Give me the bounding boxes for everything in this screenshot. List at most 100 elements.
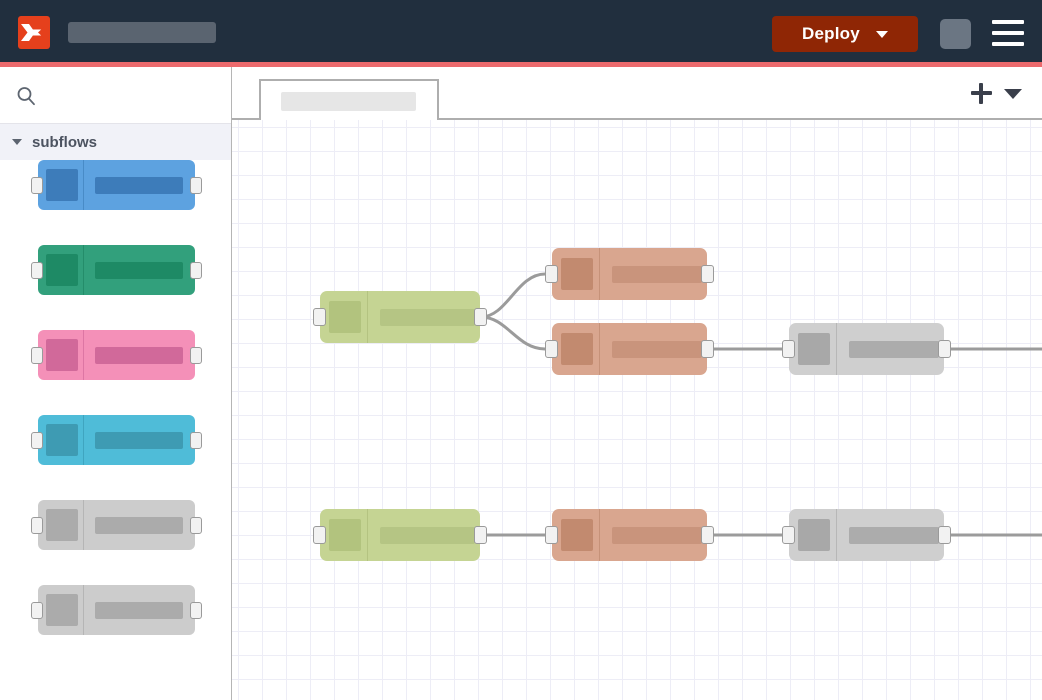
palette-node-3[interactable] xyxy=(31,330,202,380)
palette-node-label xyxy=(95,177,183,194)
palette-node-5[interactable] xyxy=(31,500,202,550)
palette-search-bar[interactable] xyxy=(0,67,231,124)
flow-canvas[interactable] xyxy=(232,120,1042,700)
palette-node-icon xyxy=(46,169,78,201)
search-icon xyxy=(16,86,36,106)
palette-node-label xyxy=(95,262,183,279)
flow-node-label xyxy=(612,341,702,358)
palette-node-output-port[interactable] xyxy=(190,177,202,194)
flow-node-input-port[interactable] xyxy=(782,340,795,358)
palette-node-divider xyxy=(83,415,84,465)
flow-node-output-port[interactable] xyxy=(701,340,714,358)
palette-node-output-port[interactable] xyxy=(190,602,202,619)
flow-node-icon xyxy=(798,519,830,551)
tab-flow-1-label xyxy=(281,92,416,111)
palette-node-4[interactable] xyxy=(31,415,202,465)
wire-green-to-salmon-2[interactable] xyxy=(480,315,546,351)
palette-node-2[interactable] xyxy=(31,245,202,295)
palette-node-output-port[interactable] xyxy=(190,347,202,364)
chevron-down-icon[interactable] xyxy=(1004,89,1022,99)
palette-node-icon xyxy=(46,594,78,626)
flow-node-salmon-top-1[interactable] xyxy=(545,248,714,300)
palette-category-subflows[interactable]: subflows xyxy=(0,124,231,160)
palette-node-input-port[interactable] xyxy=(31,602,43,619)
palette-node-divider xyxy=(83,330,84,380)
deploy-button[interactable]: Deploy xyxy=(772,16,918,52)
palette-node-input-port[interactable] xyxy=(31,347,43,364)
palette-node-label xyxy=(95,347,183,364)
app-header: Deploy xyxy=(0,0,1042,62)
palette-node-divider xyxy=(83,500,84,550)
flow-node-input-port[interactable] xyxy=(313,308,326,326)
chevron-down-icon xyxy=(12,139,22,145)
header-accent-bar xyxy=(0,62,1042,67)
tab-flow-1[interactable] xyxy=(259,79,439,120)
menu-bar-2 xyxy=(992,31,1024,35)
workspace xyxy=(232,67,1042,700)
flow-node-grey-top[interactable] xyxy=(782,323,951,375)
flow-node-input-port[interactable] xyxy=(782,526,795,544)
wire-layer xyxy=(480,272,1042,537)
flow-node-output-port[interactable] xyxy=(701,526,714,544)
user-avatar-icon[interactable] xyxy=(940,19,971,49)
plus-icon[interactable] xyxy=(970,82,992,104)
palette-node-icon xyxy=(46,254,78,286)
flow-node-label xyxy=(612,527,702,544)
flow-node-output-port[interactable] xyxy=(474,308,487,326)
palette-node-6[interactable] xyxy=(31,585,202,635)
flow-title xyxy=(68,22,216,43)
hamburger-menu-icon[interactable] xyxy=(992,20,1024,46)
palette-node-divider xyxy=(83,585,84,635)
flow-node-input-port[interactable] xyxy=(545,526,558,544)
flow-node-grey-bottom[interactable] xyxy=(782,509,951,561)
flow-node-icon xyxy=(329,301,361,333)
menu-bar-3 xyxy=(992,42,1024,46)
palette-category-label: subflows xyxy=(32,133,98,151)
flow-node-divider xyxy=(367,291,368,343)
flow-node-output-port[interactable] xyxy=(474,526,487,544)
palette-node-divider xyxy=(83,160,84,210)
flow-node-output-port[interactable] xyxy=(938,526,951,544)
palette-node-output-port[interactable] xyxy=(190,432,202,449)
flow-node-label xyxy=(849,527,939,544)
flow-node-icon xyxy=(561,258,593,290)
palette-node-label xyxy=(95,517,183,534)
wire-green-to-salmon-1[interactable] xyxy=(480,272,546,319)
flow-node-divider xyxy=(836,323,837,375)
flow-node-input-port[interactable] xyxy=(545,340,558,358)
palette-node-input-port[interactable] xyxy=(31,432,43,449)
palette-node-label xyxy=(95,432,183,449)
flow-node-icon xyxy=(561,333,593,365)
flow-tab-bar xyxy=(232,67,1042,120)
flow-node-input-port[interactable] xyxy=(313,526,326,544)
palette-node-input-port[interactable] xyxy=(31,177,43,194)
menu-bar-1 xyxy=(992,20,1024,24)
tab-bar-underline xyxy=(232,118,1042,120)
flow-node-divider xyxy=(836,509,837,561)
palette-node-input-port[interactable] xyxy=(31,262,43,279)
flow-node-salmon-top-2[interactable] xyxy=(545,323,714,375)
palette-node-output-port[interactable] xyxy=(190,262,202,279)
palette-node-label xyxy=(95,602,183,619)
flow-node-input-port[interactable] xyxy=(545,265,558,283)
flow-node-label xyxy=(612,266,702,283)
flow-node-green-top[interactable] xyxy=(313,291,487,343)
flow-node-output-port[interactable] xyxy=(938,340,951,358)
node-red-logo-icon[interactable] xyxy=(18,16,50,49)
flow-node-divider xyxy=(367,509,368,561)
chevron-down-icon xyxy=(875,30,888,38)
flow-node-salmon-bottom[interactable] xyxy=(545,509,714,561)
flow-node-divider xyxy=(599,509,600,561)
palette-node-output-port[interactable] xyxy=(190,517,202,534)
palette-node-input-port[interactable] xyxy=(31,517,43,534)
flow-node-divider xyxy=(599,323,600,375)
palette-node-1[interactable] xyxy=(31,160,202,210)
palette-sidebar: subflows xyxy=(0,67,232,700)
flow-node-icon xyxy=(798,333,830,365)
flow-node-output-port[interactable] xyxy=(701,265,714,283)
palette-node-icon xyxy=(46,509,78,541)
palette-node-icon xyxy=(46,424,78,456)
flow-node-green-bottom[interactable] xyxy=(313,509,487,561)
flow-node-divider xyxy=(599,248,600,300)
